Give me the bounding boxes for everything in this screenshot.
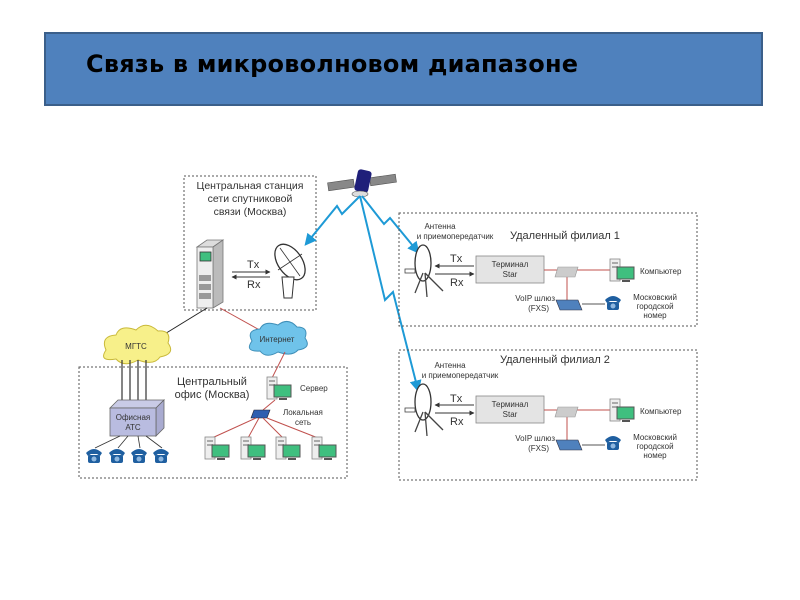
workstation-icon-4 [311,436,337,461]
branch-1-switch-icon [554,266,579,278]
branch-1-rx-label: Rx [450,277,464,289]
branch-1-antenna-label-1: Антенна [424,222,456,231]
branch-2-rx-label: Rx [450,416,464,428]
workstation-icon-2 [240,436,266,461]
hub-server-icon [195,239,225,309]
lan-label-1: Локальная [283,408,323,417]
branch-2-terminal-label-2: Star [503,410,518,419]
central-dish-icon [274,243,306,299]
branch-2-computer-icon [609,398,635,423]
branch-2-title: Удаленный филиал 2 [500,354,610,366]
central-station-box [183,175,317,311]
office-phone-icon-3 [131,449,147,463]
branch-2-phone-label-1: Московский [633,433,677,442]
branch-2-voip-label-2: (FXS) [528,444,549,453]
title-banner: Связь в микроволновом диапазоне [44,32,763,106]
office-phone-icon-1 [86,449,102,463]
branch-1-phone-label-1: Московский [633,293,677,302]
branch-2-computer-label: Компьютер [640,407,682,416]
pbx-label-1: Офисная [116,413,150,422]
branch-2-voip-label-1: VoIP шлюз [515,434,555,443]
server-icon [266,376,292,401]
server-label: Сервер [300,384,328,393]
lan-switch-icon [250,409,271,419]
branch-1-voip-gateway-icon [555,299,583,311]
workstation-icon-3 [275,436,301,461]
satellite-link-central [304,195,361,246]
branch-1-computer-label: Компьютер [640,267,682,276]
branch-1-computer-icon [609,258,635,283]
satellite-icon [327,169,397,198]
branch-2-antenna-label-2: и приемопередатчик [422,371,499,380]
branch-2-antenna-label-1: Антенна [434,361,466,370]
internet-label: Интернет [260,335,295,344]
branch-2-phone-icon [605,436,621,450]
branch-2-phone-label-2: городской [636,442,673,451]
satellite-link-branch-2 [359,195,422,393]
branch-2-terminal-label-1: Терминал [492,400,529,409]
central-station-label-1: Центральная станция [197,180,304,192]
central-rx-label: Rx [247,279,261,291]
branch-1-phone-label-3: номер [643,311,667,320]
branch-2-dish-icon [404,383,444,437]
branch-1-voip-label-2: (FXS) [528,304,549,313]
mgts-label: МГТС [125,342,147,351]
office-phone-icon-4 [153,449,169,463]
slide-title: Связь в микроволновом диапазоне [86,50,579,78]
pbx-label-2: АТС [125,423,141,432]
central-office-label-2: офис (Москва) [175,389,250,401]
central-office-label-1: Центральный [177,376,247,388]
branch-1-dish-icon [404,244,444,298]
central-station-label-3: связи (Москва) [214,206,287,218]
branch-1-terminal-label-1: Терминал [492,260,529,269]
office-phone-icon-2 [109,449,125,463]
central-station-label-2: сети спутниковой [208,193,293,205]
branch-1-tx-label: Tx [450,253,463,265]
branch-1-phone-icon [605,296,621,310]
branch-1-phone-label-2: городской [636,302,673,311]
branch-2-box [398,349,698,481]
central-tx-label: Tx [247,259,260,271]
office-pbx-icon [109,399,165,437]
central-office-box [78,366,348,479]
internet-cloud [248,321,308,356]
lan-label-2: сеть [295,418,311,427]
branch-1-antenna-label-2: и приемопередатчик [417,232,494,241]
mgts-cloud [103,324,172,365]
workstation-icon-1 [204,436,230,461]
branch-2-voip-gateway-icon [555,439,583,451]
branch-1-title: Удаленный филиал 1 [510,230,620,242]
branch-2-switch-icon [554,406,579,418]
branch-1-voip-label-1: VoIP шлюз [515,294,555,303]
branch-1-box [398,212,698,327]
branch-2-phone-label-3: номер [643,451,667,460]
branch-1-terminal-label-2: Star [503,270,518,279]
branch-1-terminal [475,255,545,284]
satellite-link-branch-1 [361,195,420,254]
branch-2-tx-label: Tx [450,393,463,405]
